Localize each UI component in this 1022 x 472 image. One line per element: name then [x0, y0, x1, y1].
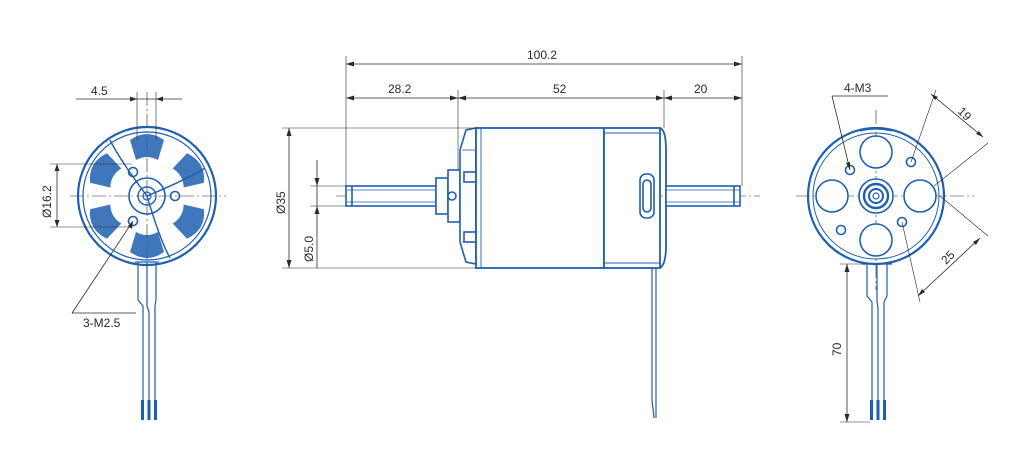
- side-view: 100.2 28.2 52 20 Ø35: [274, 48, 760, 419]
- rear-clip: [639, 173, 655, 219]
- dim-4-5: 4.5: [76, 84, 182, 140]
- dim-35-label: Ø35: [274, 191, 288, 214]
- front-lead-wires: [135, 261, 159, 418]
- dim-20: 20: [664, 82, 742, 101]
- stator-windings: [89, 134, 205, 258]
- dim-20-label: 20: [694, 82, 708, 96]
- mounting-holes-m3: [835, 156, 917, 236]
- dim-70: 70: [830, 264, 850, 422]
- dim-70-label: 70: [830, 342, 844, 356]
- callout-3-m2-5-label: 3-M2.5: [83, 316, 121, 330]
- dim-28-2: 28.2: [346, 82, 458, 101]
- dim-28-2-label: 28.2: [388, 82, 412, 96]
- dim-16-2-label: Ø16.2: [40, 185, 54, 218]
- dim-25-label: 25: [938, 248, 958, 268]
- dim-4-5-label: 4.5: [91, 84, 108, 98]
- dim-16-2: Ø16.2: [40, 163, 132, 228]
- dim-100-2-label: 100.2: [527, 48, 557, 62]
- mounting-holes-m2-5: [127, 166, 181, 227]
- front-view: 4.5 Ø16.2 3-M2.5: [40, 84, 226, 420]
- rear-view: 70 4-M3 19 25: [796, 81, 989, 423]
- dim-19-label: 19: [955, 104, 975, 124]
- side-lead-wire: [651, 268, 657, 419]
- rear-large-holes: [815, 135, 937, 257]
- motor-body: [475, 127, 667, 269]
- dim-52: 52: [458, 82, 664, 101]
- callout-4-m3-label: 4-M3: [844, 81, 872, 95]
- dim-5-0-label: Ø5.0: [302, 236, 316, 262]
- rear-shaft: [665, 185, 741, 207]
- rear-lead-wires: [862, 263, 892, 418]
- dim-35: Ø35: [274, 128, 292, 268]
- dim-19: 19: [910, 89, 989, 187]
- bell-front: [435, 127, 477, 265]
- dim-52-label: 52: [553, 82, 567, 96]
- rear-bearing: [858, 178, 894, 214]
- front-hub: [128, 177, 166, 215]
- callout-3-m2-5: 3-M2.5: [71, 220, 136, 330]
- front-shaft: [345, 185, 437, 207]
- callout-4-m3: 4-M3: [831, 81, 888, 171]
- dim-5-0: Ø5.0: [302, 160, 320, 268]
- dim-100-2: 100.2: [346, 48, 742, 67]
